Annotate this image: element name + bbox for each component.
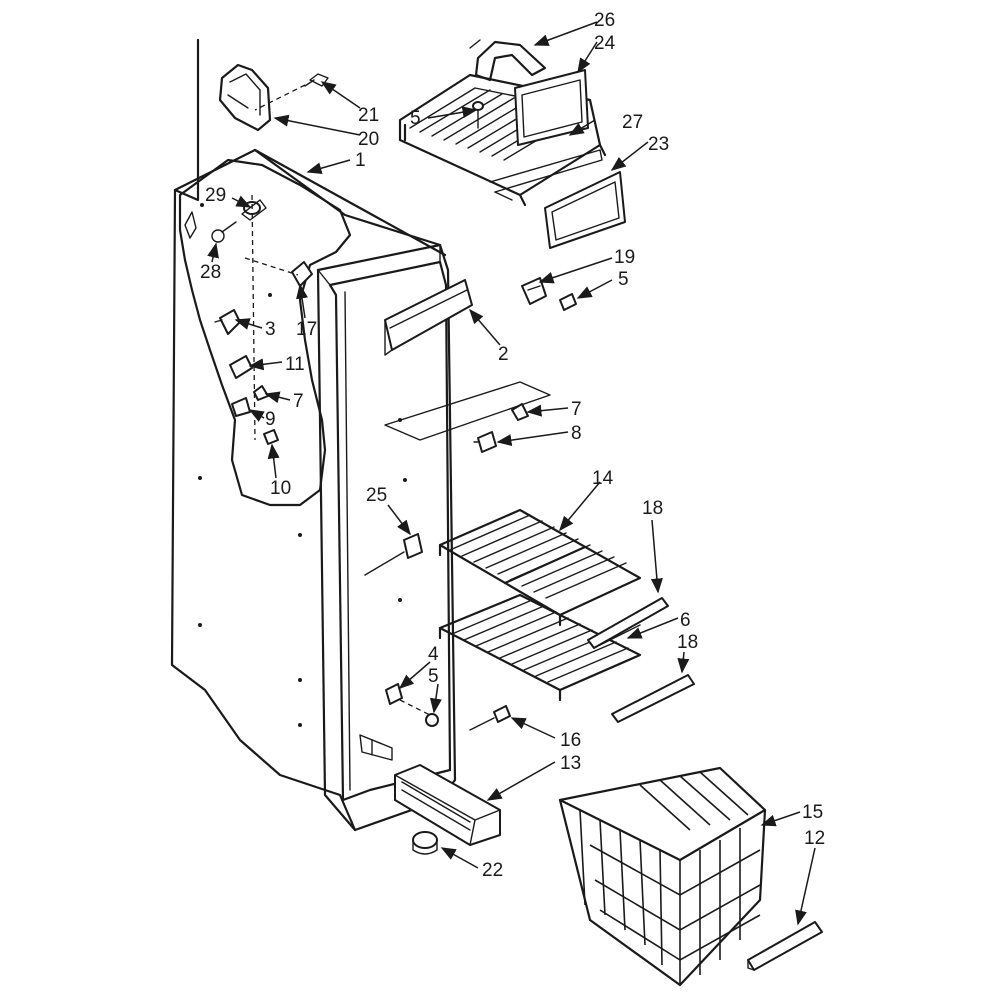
shelf-trim-part-18-upper <box>587 597 669 649</box>
callout-15: 15 <box>802 802 823 823</box>
label-plate <box>384 381 551 441</box>
callout-5-right: 5 <box>618 269 629 290</box>
leader-lines <box>207 21 816 926</box>
part-7-lower <box>511 403 529 421</box>
basket-trim-part-12 <box>747 921 823 971</box>
grommet <box>184 211 197 239</box>
screw-part-16 <box>469 705 511 731</box>
grille-part-13 <box>394 764 501 846</box>
callout-5-top: 5 <box>410 108 421 129</box>
panel-part-23 <box>544 171 626 249</box>
basket-part-15 <box>558 766 767 987</box>
part-8 <box>473 431 497 453</box>
callout-9: 9 <box>265 409 276 430</box>
part-19 <box>521 277 547 305</box>
callout-10: 10 <box>270 478 291 499</box>
callout-3: 3 <box>265 319 276 340</box>
callout-12: 12 <box>804 828 825 849</box>
callout-18-lower: 18 <box>677 632 698 653</box>
callout-18-upper: 18 <box>642 498 663 519</box>
callout-5-lower: 5 <box>428 666 439 687</box>
callout-21: 21 <box>358 105 379 126</box>
callout-6: 6 <box>680 610 691 631</box>
callout-24: 24 <box>594 33 616 54</box>
callout-13: 13 <box>560 753 581 774</box>
callout-11: 11 <box>285 354 305 375</box>
callout-20: 20 <box>358 129 379 150</box>
plug-part-22 <box>412 831 438 855</box>
callout-8: 8 <box>571 423 582 444</box>
ice-bin-assembly <box>398 39 607 207</box>
shelf-trim-part-18-lower <box>611 674 695 723</box>
screw-part-5-right <box>559 293 577 311</box>
callout-26: 26 <box>594 10 615 31</box>
shelf-upper-part-14 <box>438 508 642 627</box>
callout-7-right: 7 <box>571 399 582 420</box>
callout-28: 28 <box>200 262 221 283</box>
callout-2: 2 <box>498 344 509 365</box>
callout-14: 14 <box>592 468 614 489</box>
thermostat-part-29 <box>241 199 267 221</box>
part-10 <box>263 429 279 445</box>
callout-4: 4 <box>428 644 439 665</box>
part-3 <box>214 309 241 335</box>
bulb-part-28 <box>211 221 237 243</box>
callout-labels: 26 24 21 5 27 20 23 1 29 28 19 5 17 3 2 … <box>200 10 825 881</box>
callout-17: 17 <box>296 319 317 340</box>
callout-22: 22 <box>482 860 503 881</box>
shelf-lower-part-14 <box>438 593 642 702</box>
bracket-part-20 <box>218 63 272 132</box>
part-25 <box>364 533 423 576</box>
screw-part-5-lower <box>425 713 439 727</box>
callout-1: 1 <box>355 150 366 171</box>
callout-19: 19 <box>614 247 635 268</box>
screw-part-21 <box>304 73 329 87</box>
callout-23: 23 <box>648 134 669 155</box>
part-11 <box>229 355 253 379</box>
cutaway-outline <box>178 158 352 507</box>
part-17 <box>291 261 313 287</box>
cabinet-liner <box>170 38 457 832</box>
callout-27: 27 <box>622 112 643 133</box>
part-4 <box>385 683 403 705</box>
callout-16: 16 <box>560 730 581 751</box>
callout-25: 25 <box>366 485 387 506</box>
part-9 <box>231 397 251 417</box>
light-shield-part-2 <box>384 279 473 356</box>
callout-29: 29 <box>205 185 226 206</box>
part-7-upper <box>253 385 269 401</box>
callout-7-left: 7 <box>293 391 304 412</box>
